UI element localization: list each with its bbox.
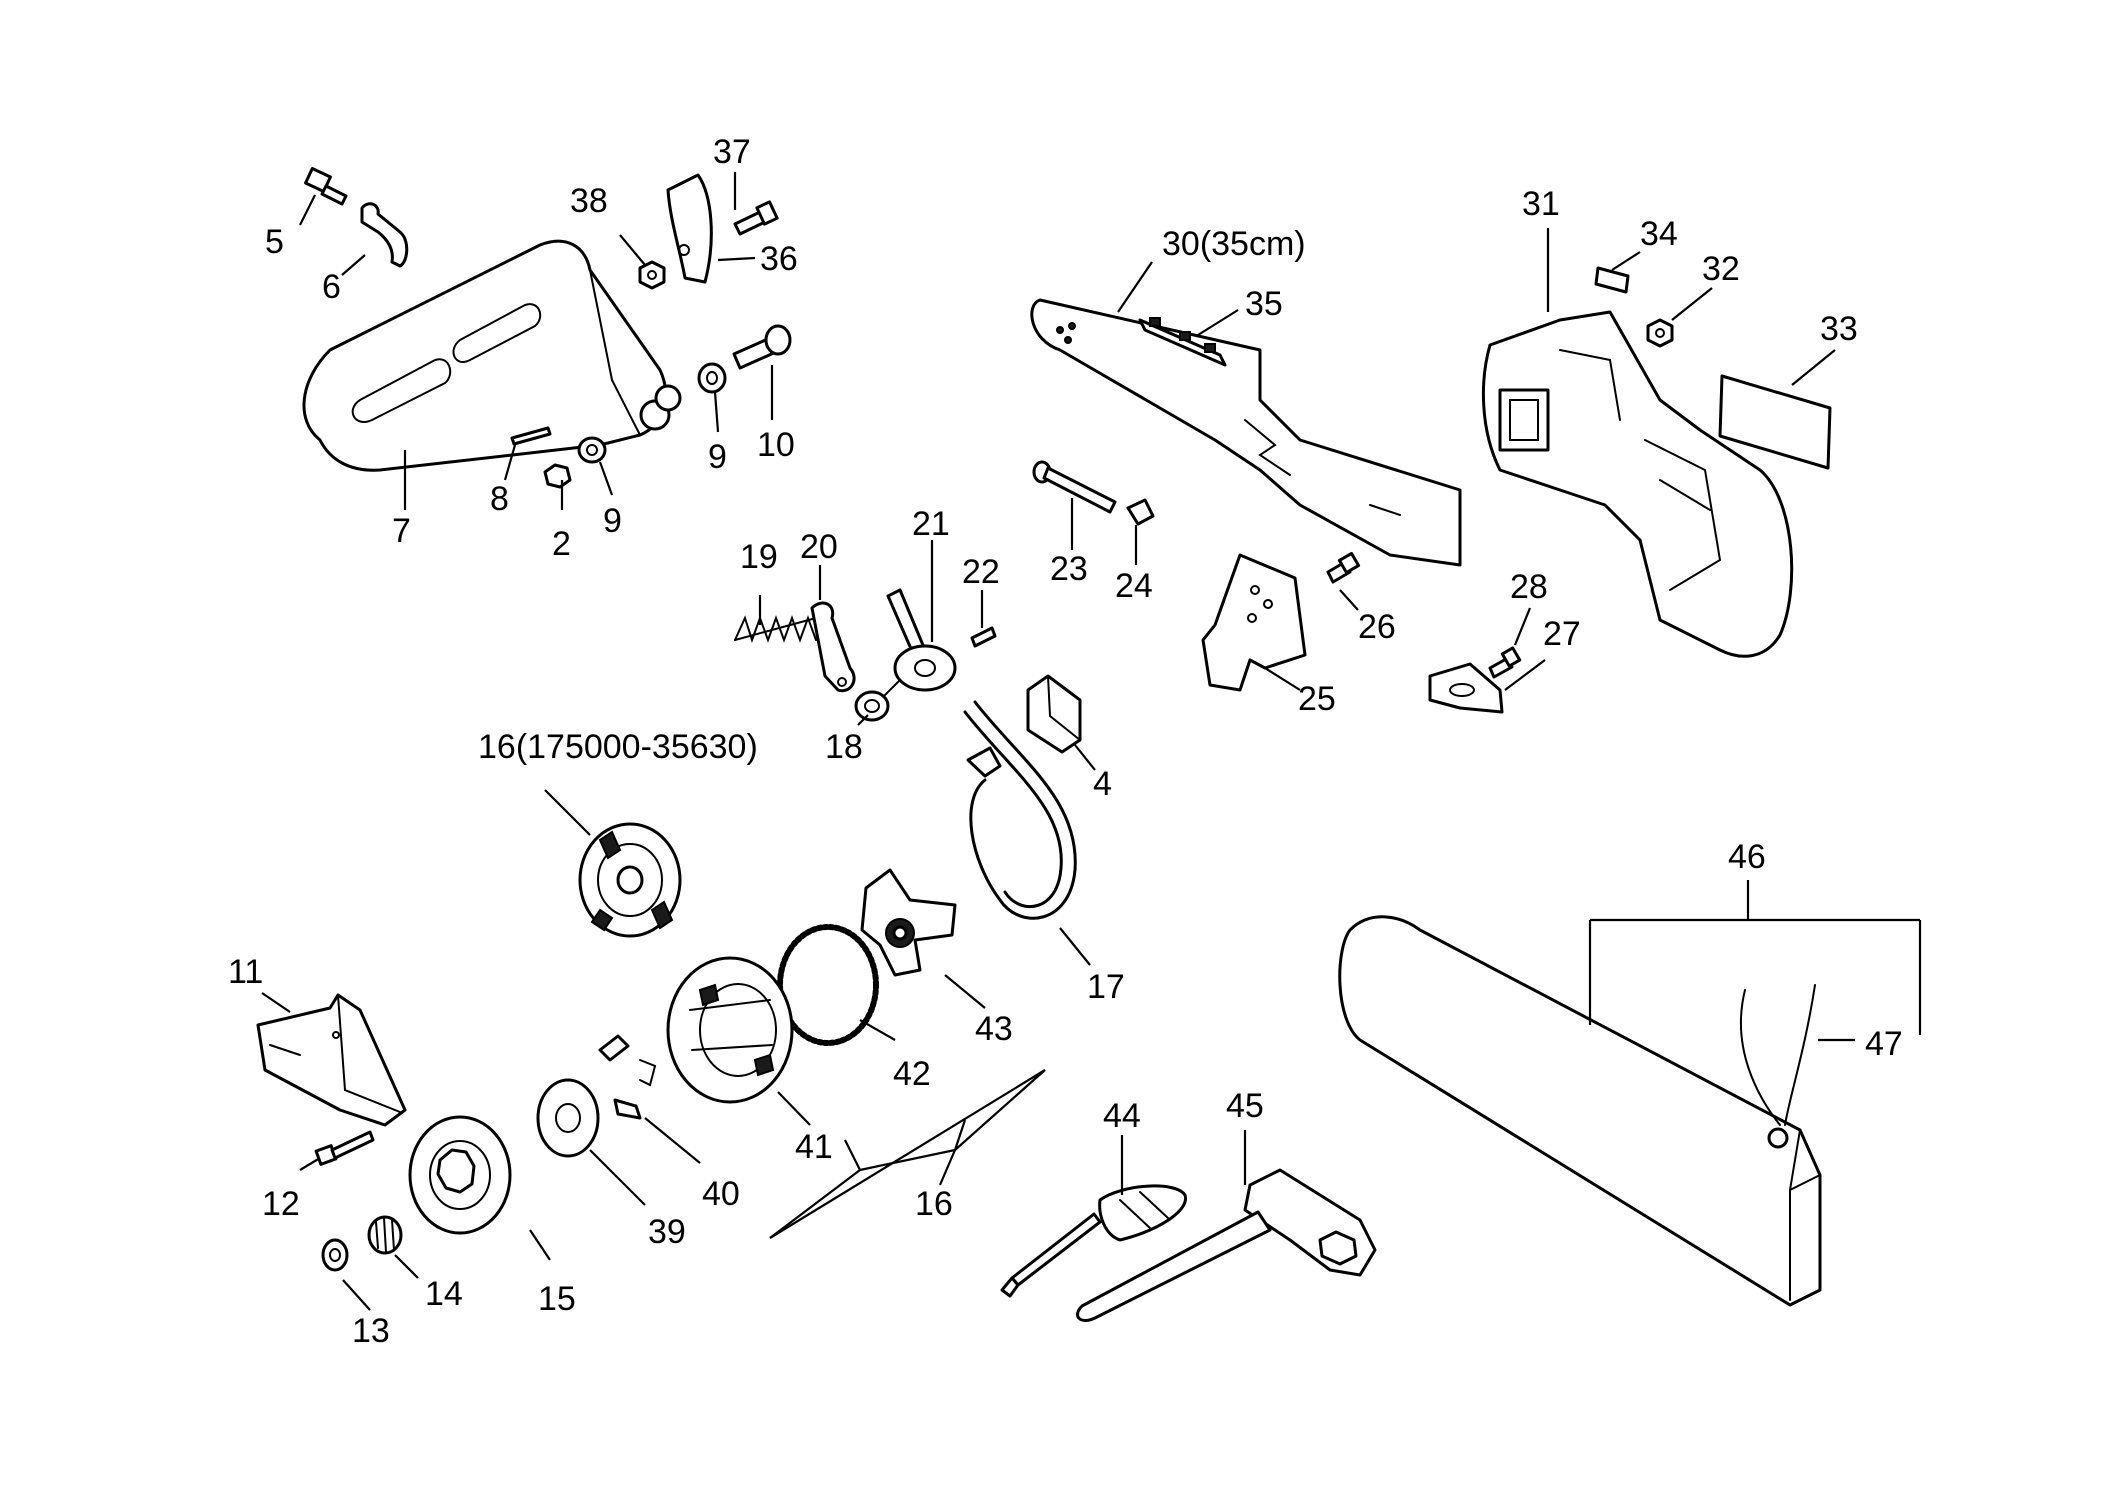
part-12-screw bbox=[314, 1130, 375, 1166]
callout-26: 26 bbox=[1358, 608, 1396, 646]
callout-28: 28 bbox=[1510, 568, 1548, 606]
callout-2: 2 bbox=[552, 525, 571, 563]
part-35-saw-chain bbox=[1138, 317, 1227, 367]
part-47-cover-string bbox=[1740, 984, 1816, 1149]
part-22-pin bbox=[970, 626, 997, 648]
part-15-sprocket-drum bbox=[408, 1115, 512, 1235]
part-38-nut bbox=[638, 260, 666, 290]
part-23-bolt bbox=[1032, 460, 1117, 514]
part-21-lever bbox=[879, 588, 957, 701]
callout-5: 5 bbox=[265, 223, 284, 261]
callout-6: 6 bbox=[322, 268, 341, 306]
part-6-lever bbox=[360, 202, 409, 268]
part-26-screw bbox=[1326, 551, 1361, 584]
callout-16: 16 bbox=[915, 1185, 953, 1223]
part-10-bolt bbox=[732, 324, 792, 370]
callout-39: 39 bbox=[648, 1213, 686, 1251]
part-9-washer-upper bbox=[697, 362, 727, 394]
callout-38: 38 bbox=[570, 182, 608, 220]
part-2-nut bbox=[543, 463, 572, 489]
callout-7: 7 bbox=[392, 512, 411, 550]
callout-44: 44 bbox=[1103, 1097, 1141, 1135]
callout-34: 34 bbox=[1640, 215, 1678, 253]
callout-35: 35 bbox=[1245, 285, 1283, 323]
callout-33: 33 bbox=[1820, 310, 1858, 348]
callout-43: 43 bbox=[975, 1010, 1013, 1048]
callout-13: 13 bbox=[352, 1312, 390, 1350]
part-16-clutch-kit bbox=[578, 822, 682, 938]
callout-27: 27 bbox=[1543, 615, 1581, 653]
callout-12: 12 bbox=[262, 1185, 300, 1223]
callout-23: 23 bbox=[1050, 550, 1088, 588]
part-28-screw bbox=[1488, 646, 1522, 679]
part-43-brake-lever bbox=[860, 868, 957, 977]
callout-24: 24 bbox=[1115, 567, 1153, 605]
part-42-spring-ring bbox=[777, 924, 879, 1046]
callout-labels: 5 6 7 8 2 9 9 10 38 37 36 30(35cm) 35 31… bbox=[228, 133, 1903, 1350]
part-27-adjuster bbox=[1428, 662, 1504, 714]
callout-32: 32 bbox=[1702, 250, 1740, 288]
callout-31: 31 bbox=[1522, 185, 1560, 223]
callout-42: 42 bbox=[893, 1055, 931, 1093]
part-46-bar-cover bbox=[1338, 915, 1822, 1307]
part-32-nut bbox=[1646, 318, 1674, 348]
part-19-spring bbox=[734, 615, 817, 644]
part-25-guide-plate bbox=[1201, 553, 1307, 692]
part-7-sprocket-cover bbox=[302, 239, 682, 472]
part-24-nut bbox=[1126, 498, 1155, 526]
callout-30: 30(35cm) bbox=[1162, 225, 1306, 263]
callout-10: 10 bbox=[757, 426, 795, 464]
callout-47: 47 bbox=[1865, 1025, 1903, 1063]
part-31-handle-guard bbox=[1481, 310, 1794, 658]
part-34-label bbox=[1594, 266, 1630, 294]
callout-40: 40 bbox=[702, 1175, 740, 1213]
callout-4: 4 bbox=[1093, 765, 1112, 803]
part-5-bolt bbox=[304, 167, 348, 206]
callout-45: 45 bbox=[1226, 1087, 1264, 1125]
part-33-label bbox=[1718, 374, 1832, 470]
part-45-combination-wrench bbox=[1076, 1168, 1377, 1322]
part-44-screwdriver bbox=[1000, 1184, 1187, 1298]
part-39-washer bbox=[536, 1078, 600, 1158]
callout-41: 41 bbox=[795, 1128, 833, 1166]
callout-16-kit: 16(175000-35630) bbox=[478, 728, 758, 766]
callout-8: 8 bbox=[490, 480, 509, 518]
part-37-screw bbox=[733, 200, 779, 236]
callout-11: 11 bbox=[228, 953, 263, 991]
leader-lines bbox=[261, 172, 1922, 1311]
callout-22: 22 bbox=[962, 553, 1000, 591]
part-40-clutch-springs bbox=[598, 1034, 657, 1120]
callout-46: 46 bbox=[1728, 838, 1766, 876]
callout-25: 25 bbox=[1298, 680, 1336, 718]
part-14-needle-bearing bbox=[367, 1215, 403, 1255]
part-20-arm bbox=[810, 601, 856, 693]
callout-17: 17 bbox=[1087, 968, 1125, 1006]
part-13-washer bbox=[321, 1238, 349, 1272]
part-36-chain-catcher bbox=[666, 173, 713, 284]
part-8-pin bbox=[510, 426, 552, 446]
callout-14: 14 bbox=[425, 1275, 463, 1313]
part-18-collar bbox=[854, 690, 890, 722]
callout-20: 20 bbox=[800, 528, 838, 566]
part-11-bracket bbox=[256, 993, 407, 1127]
callout-21: 21 bbox=[912, 505, 950, 543]
callout-36: 36 bbox=[760, 240, 798, 278]
callout-15: 15 bbox=[538, 1280, 576, 1318]
callout-9-lower: 9 bbox=[603, 502, 622, 540]
part-17-brake-band bbox=[963, 700, 1077, 920]
callout-19: 19 bbox=[740, 538, 778, 576]
callout-18: 18 bbox=[825, 728, 863, 766]
part-4-block bbox=[1026, 674, 1082, 754]
callout-9-upper: 9 bbox=[708, 438, 727, 476]
part-30-guide-bar bbox=[1030, 298, 1462, 567]
part-41-clutch-shoe bbox=[666, 956, 794, 1104]
part-9-washer-lower bbox=[577, 436, 607, 464]
callout-37: 37 bbox=[713, 133, 751, 171]
